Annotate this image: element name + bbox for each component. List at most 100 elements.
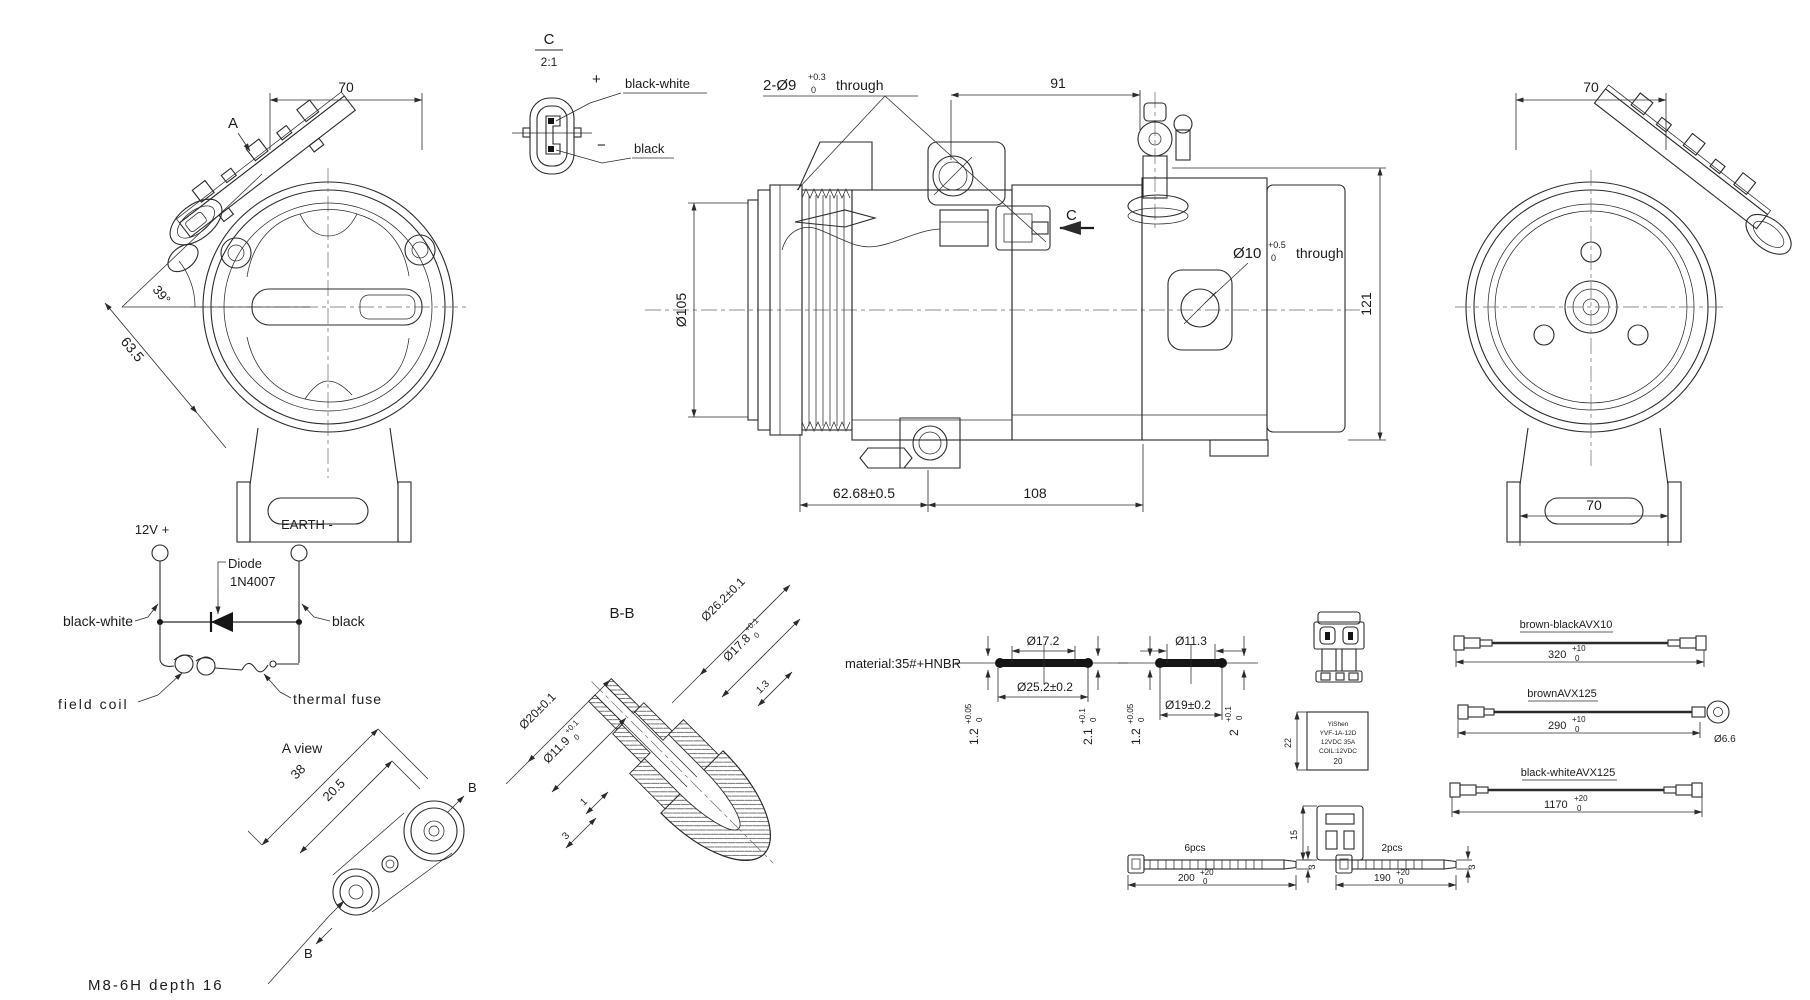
svg-text:0: 0 <box>975 717 984 722</box>
svg-text:+0.1: +0.1 <box>1078 708 1087 724</box>
detail-c-scale: 2:1 <box>541 55 558 69</box>
thermal-fuse-symbol <box>241 660 299 673</box>
terminal-negative <box>290 544 308 562</box>
cable2-label: brownAVX125 <box>1527 688 1597 700</box>
front-view: 70 A 39° 63.5 <box>104 79 470 543</box>
drain-nut <box>859 447 913 469</box>
wire-black-white-label: black-white <box>63 613 133 629</box>
cable-tie-1: 6pcs 200 +20 0 3 <box>1127 843 1317 890</box>
section-c-arrow-label: C <box>1066 207 1077 224</box>
blade-fuse <box>1313 611 1365 683</box>
rear-dim-70-bottom: 70 <box>1586 497 1602 513</box>
gasket1-outer-dia: Ø25.2±0.2 <box>1017 680 1073 694</box>
gasket1-thickness-left: 1.2 +0.05 0 <box>964 703 984 745</box>
relay-model: YVF-1A-12D <box>1320 730 1357 737</box>
terminal-left <box>1457 704 1495 720</box>
bb-dim-1: 1 <box>578 796 590 808</box>
bb-dim-11-9: Ø11.9 +0.1 0 <box>540 718 582 767</box>
rear-mount-ear <box>1167 269 1233 351</box>
svg-text:0: 0 <box>1575 654 1580 663</box>
diode-label-1: Diode <box>228 556 262 571</box>
svg-text:through: through <box>1296 245 1343 261</box>
gasket-2: Ø11.3 Ø19±0.2 1.2 +0.05 0 2 +0.1 0 <box>1118 634 1258 745</box>
pulley-ribs <box>801 188 853 432</box>
tie2-teeth <box>1357 860 1423 869</box>
svg-text:0: 0 <box>1235 715 1244 720</box>
tie2-length: 190 <box>1374 873 1391 884</box>
relay-brand: YiShen <box>1328 721 1349 728</box>
cable1-length: 320 <box>1548 649 1566 661</box>
svg-text:Ø10: Ø10 <box>1233 245 1261 262</box>
diode-symbol <box>209 612 233 632</box>
socket-dim-15: 15 <box>1289 830 1299 840</box>
view-a-label: A <box>228 115 238 132</box>
circuit-diagram: 12V + EARTH - Diode 1N4007 black-white b… <box>58 517 381 712</box>
svg-text:+0.1: +0.1 <box>1224 706 1233 722</box>
cable3-length: 1170 <box>1544 799 1568 811</box>
svg-text:+0.1: +0.1 <box>743 616 761 634</box>
terminal-12v-label: 12V + <box>135 522 169 537</box>
section-bb-title: B-B <box>609 605 634 622</box>
rear-view: 70 70 <box>1455 79 1792 546</box>
svg-text:0: 0 <box>811 85 816 95</box>
side-view: C 2-Ø9 +0.3 0 through 91 Ø105 Ø10 +0.5 0… <box>645 72 1386 512</box>
svg-text:0: 0 <box>752 630 762 640</box>
gasket2-outer-dia: Ø19±0.2 <box>1165 698 1211 712</box>
angle-39: 39° <box>150 282 174 307</box>
svg-text:Ø11.9: Ø11.9 <box>540 734 573 767</box>
diode-label-2: 1N4007 <box>230 574 276 589</box>
dim-63-5: 63.5 <box>118 334 148 365</box>
minus-sign: − <box>597 137 606 154</box>
svg-text:0: 0 <box>1575 725 1580 734</box>
tie2-qty: 2pcs <box>1381 843 1402 854</box>
svg-text:+10: +10 <box>1572 715 1586 724</box>
field-coil-symbol <box>159 654 243 676</box>
field-coil-label: field coil <box>58 696 129 712</box>
dim-91: 91 <box>1050 75 1066 91</box>
ring-ferrule <box>1691 706 1706 718</box>
top-mount-ear <box>927 141 1006 206</box>
svg-text:0: 0 <box>1203 877 1208 886</box>
pin-minus <box>548 146 554 152</box>
gasket2-inner-dia: Ø11.3 <box>1175 634 1207 648</box>
gasket2-thickness-right: 2 +0.1 0 <box>1224 706 1244 736</box>
dim-121: 121 <box>1358 292 1374 316</box>
terminal-right <box>1667 635 1707 651</box>
svg-text:+20: +20 <box>1396 868 1410 877</box>
svg-text:0: 0 <box>1137 717 1146 722</box>
terminal-left <box>1449 782 1489 798</box>
a-view-title: A view <box>282 740 323 756</box>
bb-dim-17-8: Ø17.8 +0.1 0 <box>720 616 762 664</box>
detail-c: C 2:1 + black-white − black <box>512 31 707 175</box>
svg-text:0: 0 <box>572 732 582 742</box>
tie1-length: 200 <box>1178 873 1195 884</box>
hole-callout-side: Ø10 +0.5 0 through <box>1204 240 1343 304</box>
svg-text:+10: +10 <box>1572 644 1586 653</box>
terminal-positive <box>151 544 169 562</box>
gasket-1: Ø17.2 Ø25.2±0.2 1.2 +0.05 0 2.1 +0.1 0 <box>955 634 1128 745</box>
cable3-label: black-whiteAVX125 <box>1521 767 1616 779</box>
svg-text:through: through <box>836 77 883 93</box>
svg-text:1.2: 1.2 <box>1129 728 1143 745</box>
wire-black-label: black <box>332 613 366 629</box>
wire-plus-label: black-white <box>625 76 690 91</box>
svg-text:+0.05: +0.05 <box>964 703 973 724</box>
detail-c-title: C <box>544 31 555 48</box>
gasket1-thickness-right: 2.1 +0.1 0 <box>1078 708 1098 745</box>
svg-text:1.2: 1.2 <box>967 728 981 745</box>
bb-dim-3: 3 <box>560 830 572 842</box>
harness-connector <box>781 205 1051 251</box>
terminal-left <box>1453 635 1493 651</box>
ring-terminal <box>1706 700 1730 724</box>
gasket1-inner-dia: Ø17.2 <box>1027 634 1060 648</box>
svg-text:2-Ø9: 2-Ø9 <box>763 77 796 94</box>
relay-dim-22: 22 <box>1283 738 1293 748</box>
dim-38: 38 <box>288 761 309 782</box>
a-view: A view B B 38 20.5 M8-6H depth 16 <box>88 728 477 994</box>
arrow-b-top: B <box>468 780 477 795</box>
thread-callout: M8-6H depth 16 <box>88 977 224 994</box>
svg-text:0: 0 <box>1577 804 1582 813</box>
hole-callout-top: 2-Ø9 +0.3 0 through <box>763 72 1047 243</box>
svg-text:+0.3: +0.3 <box>808 72 826 82</box>
